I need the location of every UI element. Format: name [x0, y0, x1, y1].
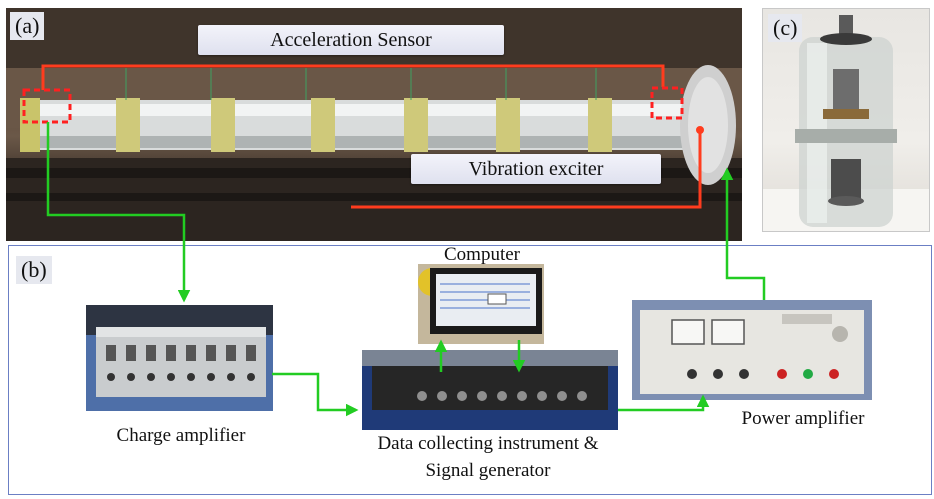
vibration-exciter-label: Vibration exciter	[411, 154, 661, 184]
panel-label-b: (b)	[16, 256, 52, 284]
panel-label-c: (c)	[768, 14, 803, 42]
charge-amplifier-to-daq-line	[272, 372, 359, 417]
computer-caption: Computer	[444, 244, 520, 265]
charge-amplifier-illustration	[86, 305, 273, 397]
acceleration-sensor-label: Acceleration Sensor	[198, 25, 504, 55]
data-collecting-caption-line2: Signal generator	[425, 460, 551, 481]
computer-illustration	[418, 268, 542, 334]
power-amplifier-photo	[632, 300, 872, 400]
pipe-element-illustration	[763, 15, 929, 231]
power-amplifier-illustration	[640, 310, 864, 394]
sensor-box-right	[650, 86, 684, 120]
data-collecting-instrument-illustration	[362, 350, 618, 410]
data-collecting-instrument-photo	[362, 350, 618, 430]
charge-amplifier-caption: Charge amplifier	[116, 425, 246, 446]
power-amplifier-to-exciter-line	[720, 167, 766, 300]
charge-amplifier-photo	[86, 305, 273, 411]
sensor-signal-line	[41, 64, 704, 209]
data-collecting-caption-line1: Data collecting instrument &	[377, 433, 599, 454]
pipe-element-photo	[762, 8, 930, 232]
computer-photo	[418, 264, 544, 344]
panel-label-a: (a)	[10, 12, 45, 40]
sensor-box-left	[22, 88, 72, 124]
daq-to-power-amplifier-line	[618, 394, 710, 412]
sensor-to-charge-amplifier-line	[46, 122, 191, 303]
power-amplifier-caption: Power amplifier	[741, 408, 865, 429]
